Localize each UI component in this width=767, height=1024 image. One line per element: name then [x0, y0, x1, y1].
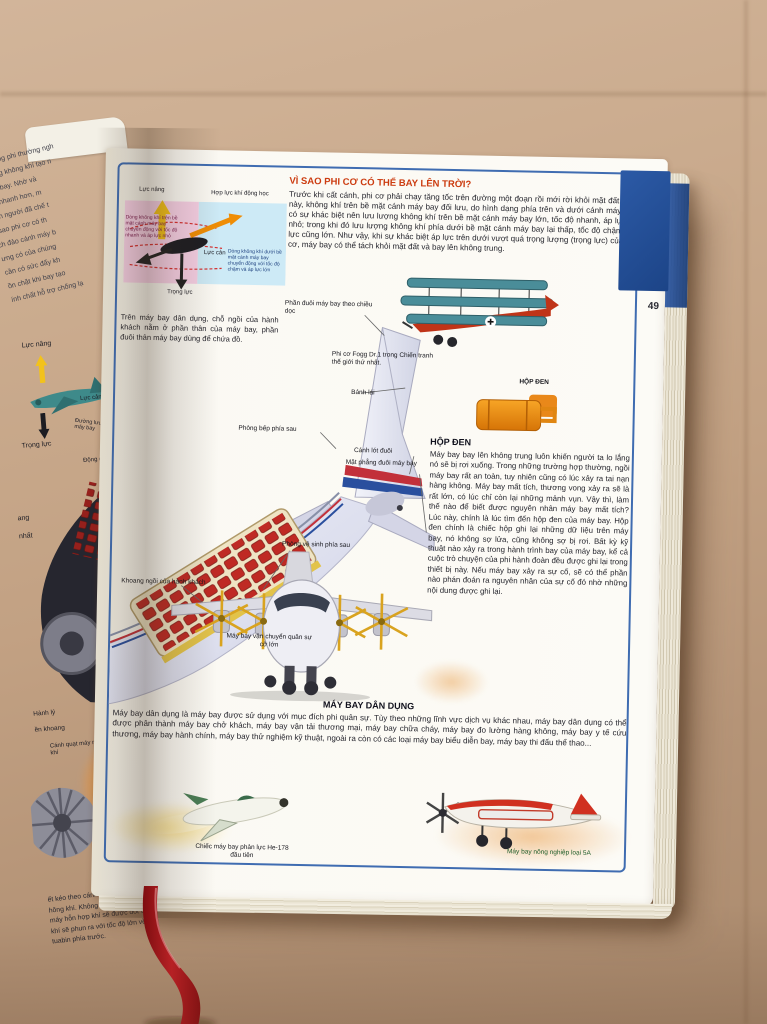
cardboard-crease: [0, 92, 767, 96]
transport-plane-graphic: [171, 551, 433, 702]
black-box-heading: HỘP ĐEN: [430, 436, 472, 448]
force-diagram-graphic: [123, 200, 287, 290]
left-fragment-nhat: nhất: [18, 532, 33, 541]
cardboard-groove: [744, 0, 748, 1024]
label-rear-lavatory: Phòng vệ sinh phía sau: [282, 540, 351, 549]
black-box-label: HỘP ĐEN: [519, 378, 549, 386]
content-frame: VÌ SAO PHI CƠ CÓ THỂ BAY LÊN TRỜI? Trước…: [103, 162, 640, 873]
transport-plane-illustration: Máy bay vận chuyển quân sự cỡ lớn: [164, 547, 439, 704]
jet-caption: Chiếc máy bay phản lực He-178 đầu tiên: [195, 842, 289, 859]
left-luggage-label: Hành lý: [33, 709, 56, 718]
triplane-caption: Phi cơ Fogg Dr.1 trong Chiến tranh thế g…: [331, 350, 434, 367]
black-box-paragraph: Máy bay bay lên không trung luôn khiến n…: [427, 449, 630, 596]
airplane-cutaway-graphic: [106, 314, 435, 705]
left-lift-label: Lực nâng: [21, 340, 52, 350]
left-fragment-ang: ang: [17, 514, 30, 523]
page-number: 49: [647, 300, 660, 313]
right-page: 49 VÌ SAO PHI CƠ CÓ THỂ BAY LÊN TRỜI? Tr…: [90, 148, 690, 920]
resultant-force-label: Hợp lực khí động học: [211, 190, 269, 198]
agri-plane-illustration: [425, 792, 602, 850]
bottom-airflow-label: Dòng không khí dưới bề mặt cánh máy bay …: [227, 248, 282, 274]
black-box-illustration: [476, 394, 558, 432]
lift-force-label: Lực nâng: [139, 186, 165, 194]
engine-fan-illustration: [28, 787, 98, 858]
left-cabin-fragment: ền khoang: [34, 724, 66, 734]
triplane-illustration: [400, 277, 559, 347]
top-airflow-label: Dòng không khí trên bề mặt cánh máy bay …: [125, 214, 178, 240]
label-rear-galley: Phòng bếp phía sau: [238, 424, 297, 433]
left-gravity-label: Trọng lực: [21, 440, 52, 450]
force-diagram: Lực nâng Hợp lực khí động học Dòng không…: [123, 186, 287, 301]
jet-plane-illustration: [146, 793, 289, 842]
ribbon-bookmark: [142, 886, 216, 1024]
airplane-cutaway-illustration: Phần đuôi máy bay theo chiều dọc Bánh lá…: [106, 292, 447, 711]
civil-aviation-paragraph: Máy bay dân dụng là máy bay được sử dụng…: [112, 708, 627, 748]
transport-caption: Máy bay vận chuyển quân sự cỡ lớn: [226, 632, 312, 649]
label-tail-fairing: Cánh lót đuôi: [353, 447, 393, 455]
label-tail-vertical: Phần đuôi máy bay theo chiều dọc: [284, 299, 373, 315]
label-rudder: Bánh lái: [351, 388, 375, 397]
drag-force-label: Lực cản: [203, 249, 226, 257]
intro-paragraph: Trước khi cất cánh, phi cơ phải chạy tăn…: [288, 189, 638, 254]
left-edge-text: oạt động phi thường ngh à hổng không khí…: [0, 135, 111, 308]
chapter-tab: [618, 170, 671, 292]
